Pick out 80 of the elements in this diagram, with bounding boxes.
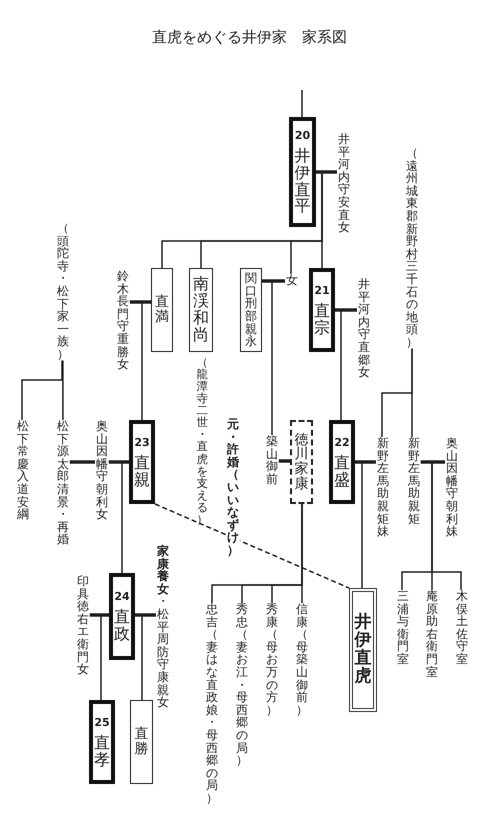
lineage-line	[211, 504, 303, 603]
person-name: 女	[285, 274, 299, 287]
person-name: 秀康（母お万の方）	[265, 603, 279, 716]
name-box	[89, 700, 115, 784]
generation-number: 23	[134, 436, 150, 449]
person-name: 井伊直平	[294, 148, 311, 216]
lineage-line	[335, 309, 342, 420]
marriage-line	[108, 460, 129, 464]
marriage-line	[262, 279, 285, 283]
name-box	[329, 420, 355, 504]
marriage-line	[316, 170, 337, 174]
person-name: 新野左馬助親矩	[407, 437, 421, 526]
person-name: 鈴木長門守重勝女	[116, 270, 130, 371]
person-name: 井平河内守安直女	[337, 133, 351, 234]
person-name: 忠吉（妻はな直政娘・母西郷の局）	[205, 603, 219, 804]
person-name: 井伊直虎	[354, 614, 372, 686]
person-name: 奥山因幡守朝利妹	[445, 437, 459, 538]
lineage-line	[62, 360, 64, 420]
name-box	[130, 700, 153, 784]
generation-number: 24	[114, 590, 130, 604]
marriage-line	[420, 460, 445, 464]
lineage-line	[355, 461, 363, 588]
marriage-line	[90, 613, 109, 617]
name-box	[349, 588, 377, 712]
person-name: 家康養女・松平周防守康親女	[156, 545, 170, 709]
name-box	[189, 268, 213, 352]
person-name: 新野左馬助親矩妹	[376, 437, 390, 538]
person-name: 秀忠（妻お江・母西郷の局）	[235, 603, 249, 767]
lineage-line	[301, 90, 303, 117]
person-name: 奥山因幡守朝利女	[95, 420, 109, 521]
dashed-line	[154, 503, 350, 589]
marriage-line	[355, 460, 376, 464]
person-name: 関口刑部親永	[244, 272, 258, 348]
person-name: 三浦与衛門室	[396, 590, 410, 666]
name-box	[151, 268, 173, 352]
name-box	[129, 420, 155, 504]
name-box	[240, 268, 262, 352]
generation-number: 22	[334, 436, 350, 449]
person-name: 松下常慶入道安綱	[16, 420, 30, 521]
name-box	[309, 268, 335, 352]
person-name: （頭陀寺・松下家一族）	[56, 222, 70, 361]
person-name: （遠州城東郡新野村三千石の地頭）	[405, 147, 419, 348]
name-box	[289, 117, 316, 227]
lineage-line	[262, 280, 273, 435]
generation-number: 25	[94, 716, 110, 729]
person-name: 庵原助右衛門室	[425, 590, 439, 678]
generation-number: 21	[314, 284, 330, 297]
person-name: 直政	[114, 609, 130, 643]
generation-number: 20	[294, 128, 310, 142]
marriage-line	[135, 613, 156, 617]
lineage-line	[100, 614, 109, 700]
lineage-line	[411, 348, 413, 437]
person-name: 松下源太郎清景・再婚	[56, 420, 70, 546]
person-name: 南渓和尚	[192, 276, 210, 344]
person-name: 印具徳右エ衛門女	[76, 575, 90, 676]
marriage-line	[70, 460, 95, 464]
lineage-line	[316, 171, 323, 268]
person-name: 直宗	[314, 302, 330, 336]
chart-title: 直虎をめぐる井伊家 家系図	[151, 28, 348, 47]
lineage-line	[135, 614, 143, 700]
marriage-line	[130, 300, 151, 304]
person-name: 直盛	[334, 454, 350, 488]
marriage-line	[278, 459, 290, 463]
name-box	[290, 420, 313, 504]
person-name: 井平河内守直郷女	[357, 278, 371, 379]
marriage-line	[335, 308, 357, 312]
person-name: 徳川家康	[294, 432, 309, 492]
person-name: 直孝	[94, 734, 110, 768]
person-name: 直親	[134, 454, 150, 488]
name-box	[109, 573, 135, 660]
person-name: 直勝	[134, 727, 149, 757]
lineage-line	[121, 461, 129, 573]
person-name: 信康（母築山御前）	[295, 603, 309, 716]
lineage-line	[141, 301, 151, 420]
edge-label: 元・許婚（いいなずけ）	[226, 418, 240, 557]
lineage-line	[21, 360, 63, 420]
lineage-line	[420, 461, 462, 590]
person-name: 築山御前	[265, 435, 279, 486]
person-name: 木俣土佐守室	[455, 590, 469, 666]
person-name: 直満	[154, 295, 170, 325]
